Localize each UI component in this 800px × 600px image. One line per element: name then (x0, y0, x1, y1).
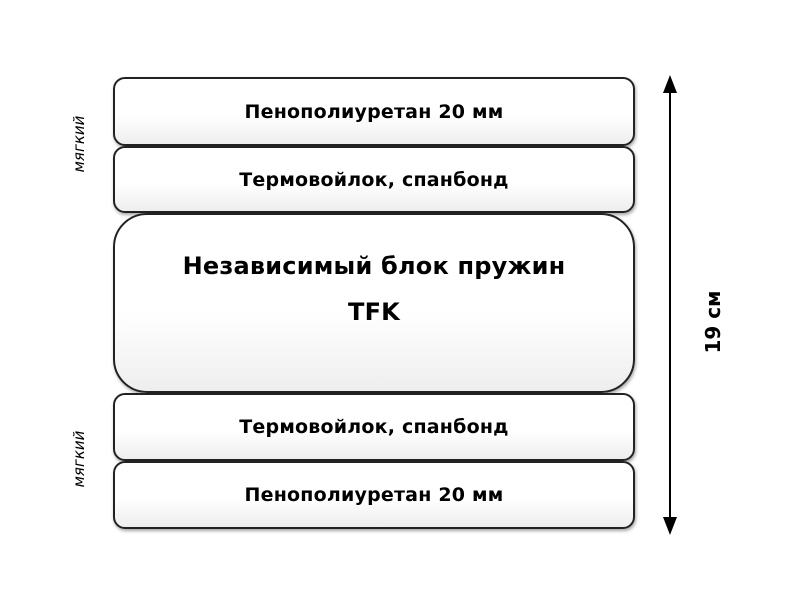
layer-bottom-foam: Пенополиуретан 20 мм (113, 461, 635, 529)
spring-block-title: Независимый блок пружин (182, 252, 566, 280)
layer-top-foam: Пенополиуретан 20 мм (113, 77, 635, 146)
side-label-bottom-soft: мягкий (70, 430, 88, 488)
layer-top-felt-label: Термовойлок, спанбонд (239, 168, 509, 191)
height-arrow-head-top (663, 75, 677, 93)
height-arrow (663, 75, 677, 535)
layer-bottom-felt: Термовойлок, спанбонд (113, 393, 635, 461)
layer-top-foam-label: Пенополиуретан 20 мм (244, 100, 504, 123)
layer-bottom-felt-label: Термовойлок, спанбонд (239, 416, 509, 438)
side-label-top-soft: мягкий (70, 115, 88, 173)
spring-block-subtitle: TFK (348, 298, 400, 326)
height-arrow-head-bottom (663, 517, 677, 535)
layer-spring-block: Независимый блок пружин TFK (113, 213, 635, 393)
layer-bottom-foam-label: Пенополиуретан 20 мм (244, 484, 504, 506)
height-dimension-label: 19 см (701, 290, 725, 354)
layer-top-felt: Термовойлок, спанбонд (113, 146, 635, 213)
